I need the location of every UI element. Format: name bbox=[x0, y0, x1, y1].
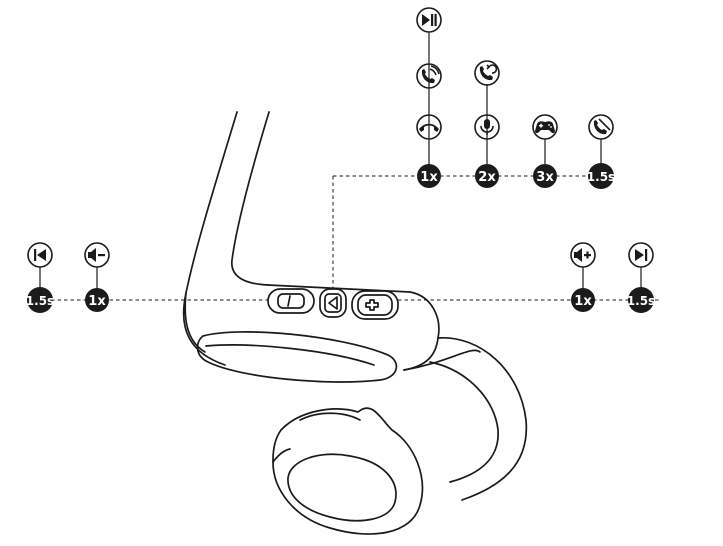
volume-up-icon bbox=[570, 242, 596, 268]
answer-call-icon bbox=[416, 63, 442, 89]
badge-triple-press: 3x bbox=[533, 164, 557, 188]
badge-label: 1.5s bbox=[587, 170, 615, 184]
badge-previous-track: 1.5s bbox=[26, 287, 54, 313]
badge-label: 1x bbox=[574, 294, 592, 309]
multifunction-button bbox=[319, 288, 347, 318]
badge-double-press: 2x bbox=[475, 164, 499, 188]
volume-down-icon bbox=[84, 242, 110, 268]
badge-long-press: 1.5s bbox=[587, 163, 615, 189]
badge-label: 1x bbox=[420, 170, 438, 185]
next-track-icon bbox=[628, 242, 654, 268]
badge-label: 1x bbox=[88, 294, 106, 309]
end-call-icon bbox=[416, 114, 442, 140]
badge-label: 3x bbox=[536, 170, 554, 185]
left-badges: 1.5s 1x bbox=[26, 287, 109, 313]
headphone-illustration bbox=[182, 111, 528, 535]
redial-icon bbox=[474, 60, 500, 86]
reject-call-icon bbox=[588, 114, 614, 140]
volume-up-button bbox=[351, 290, 399, 320]
right-badges: 1x 1.5s bbox=[571, 287, 655, 313]
badge-single-press: 1x bbox=[417, 164, 441, 188]
badge-volume-up: 1x bbox=[571, 288, 595, 312]
connector-lines bbox=[39, 32, 660, 301]
badge-label: 2x bbox=[478, 170, 496, 185]
badge-volume-down: 1x bbox=[85, 288, 109, 312]
game-mode-icon bbox=[532, 114, 558, 140]
voice-assistant-icon bbox=[474, 114, 500, 140]
badge-label: 1.5s bbox=[26, 294, 54, 308]
volume-down-button bbox=[267, 288, 315, 314]
previous-track-icon bbox=[27, 242, 53, 268]
top-badges: 1x 2x 3x 1.5s bbox=[417, 163, 615, 189]
badge-next-track: 1.5s bbox=[627, 287, 655, 313]
badge-label: 1.5s bbox=[627, 294, 655, 308]
play-pause-icon bbox=[416, 7, 442, 33]
